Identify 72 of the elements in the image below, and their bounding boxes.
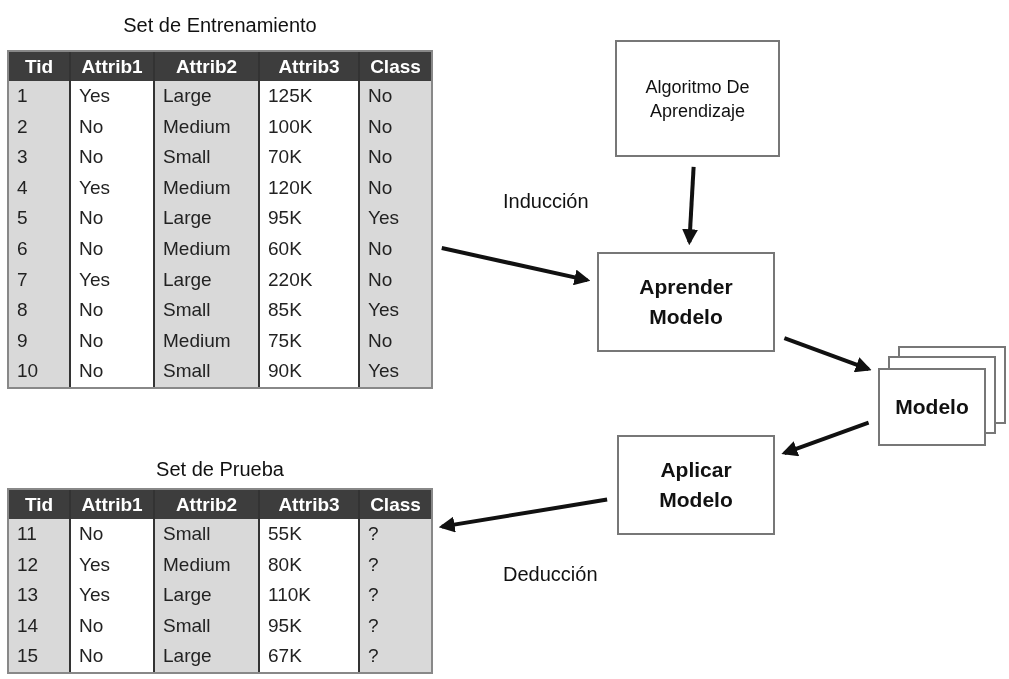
- table-cell: 14: [9, 610, 69, 642]
- table-cell: Yes: [358, 203, 431, 234]
- process-box: [617, 435, 775, 535]
- table-cell: No: [358, 264, 431, 296]
- table-cell: 4: [9, 172, 69, 204]
- table-cell: ?: [358, 610, 431, 642]
- table-cell: Large: [153, 81, 258, 112]
- header-cell: Attrib3: [258, 490, 358, 520]
- table-cell: ?: [358, 519, 431, 550]
- table-cell: Medium: [153, 233, 258, 265]
- table-cell: ?: [358, 549, 431, 581]
- table-cell: 9: [9, 325, 69, 357]
- table-cell: Small: [153, 295, 258, 326]
- table-cell: No: [358, 81, 431, 112]
- flow-label: Deducción: [503, 562, 598, 587]
- table-cell: 2: [9, 111, 69, 143]
- table-cell: 10: [9, 356, 69, 387]
- header-cell: Tid: [9, 52, 69, 81]
- header-cell: Tid: [9, 490, 69, 520]
- box-label: Modelo: [895, 393, 969, 420]
- arrow: [781, 420, 870, 457]
- arrow: [441, 246, 591, 286]
- table-cell: No: [358, 325, 431, 357]
- header-cell: Attrib2: [153, 52, 258, 81]
- table-cell: Small: [153, 519, 258, 550]
- table-cell: 7: [9, 264, 69, 296]
- process-box: [597, 252, 775, 352]
- table-cell: 3: [9, 142, 69, 173]
- header-cell: Class: [358, 490, 431, 520]
- table-cell: 15: [9, 641, 69, 672]
- table-cell: 5: [9, 203, 69, 234]
- header-cell: Attrib2: [153, 490, 258, 520]
- table-title: Set de Entrenamiento: [123, 13, 317, 38]
- table-cell: Yes: [358, 356, 431, 387]
- table-cell: 6: [9, 233, 69, 265]
- table-cell: Large: [153, 264, 258, 296]
- table-cell: 8: [9, 295, 69, 326]
- table-cell: No: [358, 172, 431, 204]
- stacked-model-box: [878, 346, 1006, 446]
- header-cell: Attrib1: [69, 490, 153, 520]
- table-cell: Small: [153, 610, 258, 642]
- arrow: [783, 336, 872, 373]
- table-cell: Large: [153, 580, 258, 611]
- table-cell: 12: [9, 549, 69, 581]
- table-cell: 13: [9, 580, 69, 611]
- table-cell: Medium: [153, 549, 258, 581]
- table-cell: No: [358, 233, 431, 265]
- table-cell: No: [358, 111, 431, 143]
- arrow: [438, 497, 608, 533]
- header-cell: Attrib3: [258, 52, 358, 81]
- flow-label: Inducción: [503, 189, 589, 214]
- box-label: Aplicar Modelo: [658, 457, 734, 513]
- table-cell: Medium: [153, 172, 258, 204]
- table-cell: Medium: [153, 111, 258, 143]
- table-cell: Large: [153, 203, 258, 234]
- arrow: [682, 166, 699, 246]
- table-cell: ?: [358, 641, 431, 672]
- table-cell: No: [358, 142, 431, 173]
- table-cell: Small: [153, 356, 258, 387]
- header-cell: Class: [358, 52, 431, 81]
- table-cell: Large: [153, 641, 258, 672]
- table-title: Set de Prueba: [156, 457, 284, 482]
- table-cell: 11: [9, 519, 69, 550]
- table-cell: ?: [358, 580, 431, 611]
- table-cell: 1: [9, 81, 69, 112]
- box-label: Algoritmo De Aprendizaje: [644, 75, 751, 123]
- table-cell: Yes: [358, 295, 431, 326]
- header-cell: Attrib1: [69, 52, 153, 81]
- box-label: Aprender Modelo: [638, 274, 734, 330]
- process-box: [615, 40, 780, 157]
- table-cell: Small: [153, 142, 258, 173]
- table-cell: Medium: [153, 325, 258, 357]
